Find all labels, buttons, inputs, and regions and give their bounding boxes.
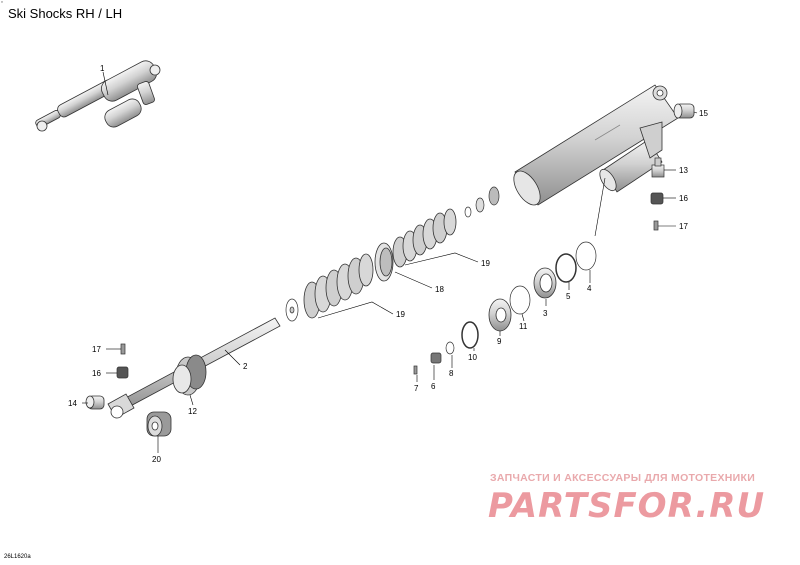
callout-labels: 1 2 3 4 5 6 7 8 9 10 11 12 13 14 15 16 1… [68,64,708,464]
shock-body-cylinder[interactable] [508,84,679,209]
part-8-washer[interactable] [445,341,455,355]
part-9-piston-cap[interactable] [488,298,512,332]
part-18-piston[interactable] [374,242,394,282]
callout-12: 12 [188,407,197,416]
part-16-nut-left[interactable] [116,366,129,379]
watermark-logo: PARTSFOR.RU [488,486,766,526]
part-5-o-ring[interactable] [555,253,577,283]
part-19-spring-upper[interactable] [392,208,457,268]
callout-10: 10 [468,353,477,362]
callout-20: 20 [152,455,161,464]
callout-6: 6 [431,382,436,391]
callout-18: 18 [435,285,444,294]
part-3-end-cap[interactable] [533,267,557,299]
callout-4: 4 [587,284,592,293]
part-6-nut[interactable] [430,352,442,364]
watermark-tagline: ЗАПЧАСТИ И АКСЕССУАРЫ ДЛЯ МОТОТЕХНИКИ [490,472,756,484]
callout-2: 2 [243,362,248,371]
callout-13: 13 [679,166,688,175]
part-16-nut-right[interactable] [650,192,664,205]
callout-16-left: 16 [92,369,101,378]
part-19-spring-lower[interactable] [303,253,374,319]
callout-1: 1 [100,64,105,73]
callout-7: 7 [414,384,419,393]
part-12-seal-head[interactable] [172,354,207,396]
callout-11: 11 [519,322,528,331]
part-10-o-ring[interactable] [461,321,479,349]
part-13-valve[interactable] [651,157,665,178]
callout-16-right: 16 [679,194,688,203]
callout-17-left: 17 [92,345,101,354]
part-7-screw[interactable] [413,365,418,375]
callout-8: 8 [449,369,454,378]
corner-mark: * [1,1,3,7]
callout-17-right: 17 [679,222,688,231]
part-11-washer[interactable] [509,285,531,315]
callout-9: 9 [497,337,502,346]
part-15-bushing[interactable] [673,103,695,119]
part-1-shock-assembly[interactable] [35,58,161,132]
callout-5: 5 [566,292,571,301]
callout-19-upper: 19 [481,259,490,268]
part-14-bushing[interactable] [85,395,105,410]
diagram-title: Ski Shocks RH / LH [8,6,123,21]
drawing-code: 26L1620a [4,554,31,560]
part-4-washer[interactable] [575,241,597,271]
callout-15: 15 [699,109,708,118]
shaft-washer[interactable] [285,298,299,322]
shim-washers[interactable] [464,186,500,218]
part-17-screw-left[interactable] [120,343,126,355]
callout-3: 3 [543,309,548,318]
part-20-bumper[interactable] [146,411,172,437]
callout-19-lower: 19 [396,310,405,319]
part-17-screw-right[interactable] [653,220,659,231]
leader-lines [82,71,698,453]
callout-14: 14 [68,399,77,408]
